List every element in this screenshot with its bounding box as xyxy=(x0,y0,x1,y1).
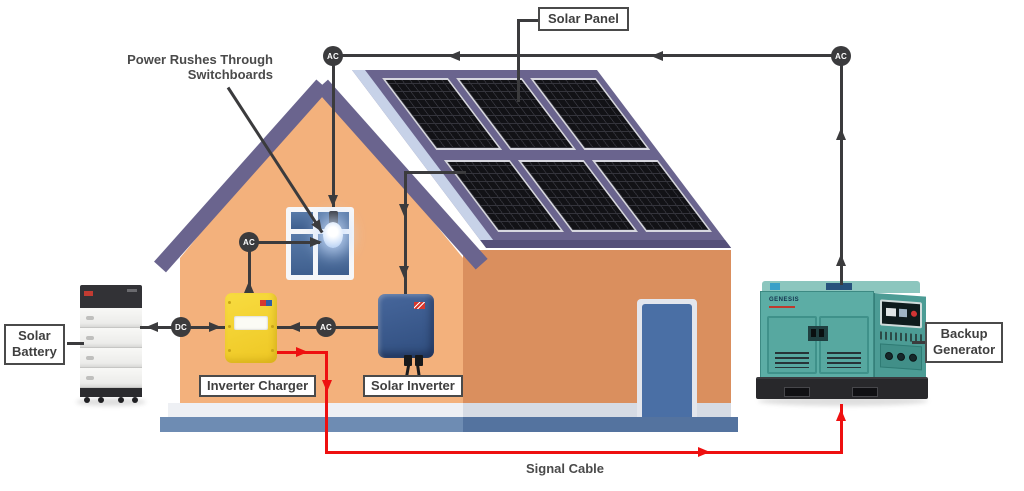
ground-platform-left xyxy=(160,417,463,432)
wire-panels-to-inverter xyxy=(404,171,466,174)
switchboard-note-line1: Power Rushes Through xyxy=(127,52,273,67)
battery-base xyxy=(80,388,142,397)
generator-top xyxy=(762,281,920,293)
generator-forklift-slot xyxy=(852,387,878,397)
solar-inverter-label: Solar Inverter xyxy=(363,375,463,398)
arrow-down-icon xyxy=(399,204,409,216)
wire-charger-to-ac xyxy=(248,242,251,289)
generator-stop-button xyxy=(911,310,917,318)
solar-panel-label: Solar Panel xyxy=(538,7,629,32)
wire-generator-to-ac xyxy=(840,56,843,285)
solar-battery-label: Solar Battery xyxy=(4,324,65,365)
generator-vent xyxy=(827,352,861,368)
generator-control-side xyxy=(874,293,926,383)
node-ac-generator-top: AC xyxy=(831,46,851,66)
arrow-right-icon xyxy=(310,237,322,247)
arrow-left-icon xyxy=(288,322,300,332)
battery-wheel xyxy=(98,397,104,403)
generator-shadow xyxy=(758,396,928,406)
node-dc-battery-link: DC xyxy=(171,317,191,337)
generator-door-left xyxy=(767,316,817,374)
solar-battery xyxy=(80,285,142,403)
light-bulb-socket xyxy=(329,211,338,224)
signal-cable-segment xyxy=(325,351,328,454)
generator-forklift-slot xyxy=(784,387,810,397)
door xyxy=(642,304,692,417)
battery-module xyxy=(80,348,142,368)
inverter-connector xyxy=(415,355,423,366)
arrow-left-icon xyxy=(651,51,663,61)
battery-wheel xyxy=(132,397,138,403)
solar-inverter-logo xyxy=(414,302,425,309)
arrow-left-icon xyxy=(448,51,460,61)
signal-cable-segment xyxy=(325,451,843,454)
signal-arrow-down-icon xyxy=(322,380,332,392)
signal-arrow-right-icon xyxy=(698,447,710,457)
signal-cable-segment xyxy=(840,404,843,454)
signal-cable-label: Signal Cable xyxy=(526,461,605,476)
backup-generator-unit: GENESIS xyxy=(756,281,930,403)
inverter-charger-logo xyxy=(260,300,272,306)
generator-top-logo xyxy=(770,283,780,290)
window xyxy=(286,207,354,280)
battery-module xyxy=(80,308,142,328)
house-foundation-left xyxy=(168,403,463,417)
generator-outlet xyxy=(897,352,905,362)
signal-arrow-up-icon xyxy=(836,409,846,421)
battery-control-unit xyxy=(80,285,142,308)
inverter-charger-unit xyxy=(225,293,277,363)
arrow-up-icon xyxy=(244,281,254,293)
battery-logo xyxy=(84,291,93,296)
generator-top-tag xyxy=(826,283,852,290)
battery-module xyxy=(80,368,142,388)
backup-generator-label: Backup Generator xyxy=(925,322,1004,363)
battery-shadow xyxy=(76,398,146,406)
signal-arrow-right-icon xyxy=(296,347,308,357)
arrow-down-icon xyxy=(399,266,409,278)
battery-vent xyxy=(127,289,137,292)
arrow-up-icon xyxy=(836,128,846,140)
battery-wheel xyxy=(84,397,90,403)
wire-solar-panel-label xyxy=(517,19,520,102)
generator-control-panel xyxy=(880,299,922,329)
arrow-left-icon xyxy=(146,322,158,332)
generator-outlet xyxy=(909,353,917,363)
window-pane xyxy=(291,212,313,229)
battery-wheel xyxy=(118,397,124,403)
generator-brand-underline xyxy=(769,306,795,308)
switchboard-note-line2: Switchboards xyxy=(187,67,273,82)
generator-base xyxy=(756,377,928,399)
wire-top-bus xyxy=(333,54,841,57)
arrow-right-icon xyxy=(209,322,221,332)
node-ac-house-top: AC xyxy=(323,46,343,66)
wire-generator-label xyxy=(912,341,930,344)
roof-edge xyxy=(480,240,732,248)
wire-solar-panel-label xyxy=(518,19,542,22)
wire-ac-to-house xyxy=(332,56,335,207)
window-pane xyxy=(291,234,313,275)
generator-outlet-panel xyxy=(880,343,922,371)
generator-outlet xyxy=(885,351,893,361)
inverter-charger-plate xyxy=(234,316,268,330)
inverter-connector xyxy=(404,355,412,366)
switchboard-note: Power Rushes Through Switchboards xyxy=(108,52,273,82)
ground-platform-right xyxy=(463,417,738,432)
generator-front-panel: GENESIS xyxy=(760,291,874,379)
node-ac-switchboard: AC xyxy=(239,232,259,252)
battery-module xyxy=(80,328,142,348)
solar-inverter-unit xyxy=(378,294,434,366)
generator-vent xyxy=(775,352,809,368)
arrow-up-icon xyxy=(836,254,846,266)
wire-battery-label xyxy=(67,342,84,345)
generator-brand: GENESIS xyxy=(769,297,800,303)
inverter-charger-label: Inverter Charger xyxy=(199,375,317,398)
light-bulb-icon xyxy=(323,222,343,248)
wire-panels-to-inverter xyxy=(404,171,407,294)
wire-ac-to-bulb xyxy=(249,241,320,244)
arrow-down-icon xyxy=(328,195,338,207)
generator-door-right xyxy=(819,316,869,374)
node-ac-inverter-link: AC xyxy=(316,317,336,337)
generator-latch xyxy=(808,326,828,341)
